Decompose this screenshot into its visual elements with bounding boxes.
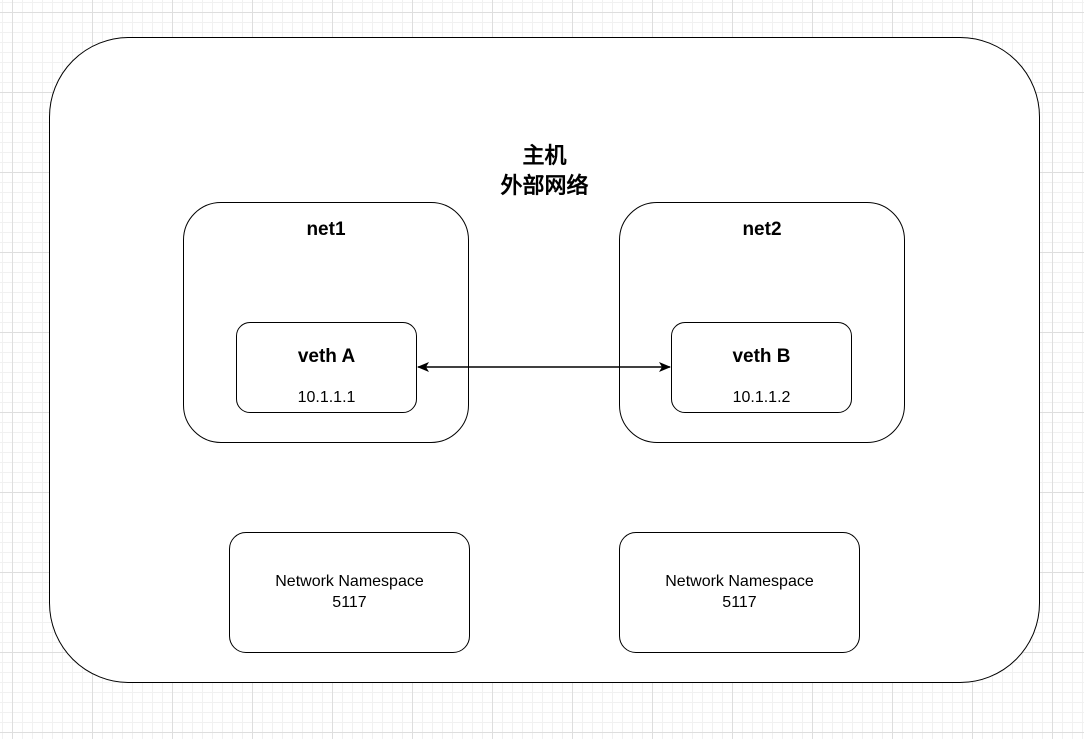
veth-b-name: veth B [732, 346, 791, 367]
net1-label: net1 [306, 219, 346, 240]
host-title-line1: 主机 [522, 144, 567, 169]
network-namespace-box-2[interactable]: Network Namespace 5117 [619, 532, 860, 653]
host-title-line2: 外部网络 [500, 174, 589, 199]
host-title: 主机 外部网络 [50, 142, 1039, 202]
network-namespace-box-1[interactable]: Network Namespace 5117 [229, 532, 470, 653]
veth-b-interface[interactable]: veth B 10.1.1.2 [671, 322, 852, 413]
network-namespace-1-title: Network Namespace [275, 573, 424, 590]
veth-a-name: veth A [297, 346, 356, 367]
veth-b-ip: 10.1.1.2 [732, 389, 791, 406]
veth-a-interface[interactable]: veth A 10.1.1.1 [236, 322, 417, 413]
network-namespace-1-id: 5117 [332, 594, 367, 611]
network-namespace-2-title: Network Namespace [665, 573, 814, 590]
net2-label: net2 [742, 219, 782, 240]
network-namespace-2-id: 5117 [722, 594, 757, 611]
network-namespace-2-text: Network Namespace 5117 [620, 571, 859, 613]
veth-a-ip: 10.1.1.1 [297, 389, 356, 406]
network-namespace-1-text: Network Namespace 5117 [230, 571, 469, 613]
